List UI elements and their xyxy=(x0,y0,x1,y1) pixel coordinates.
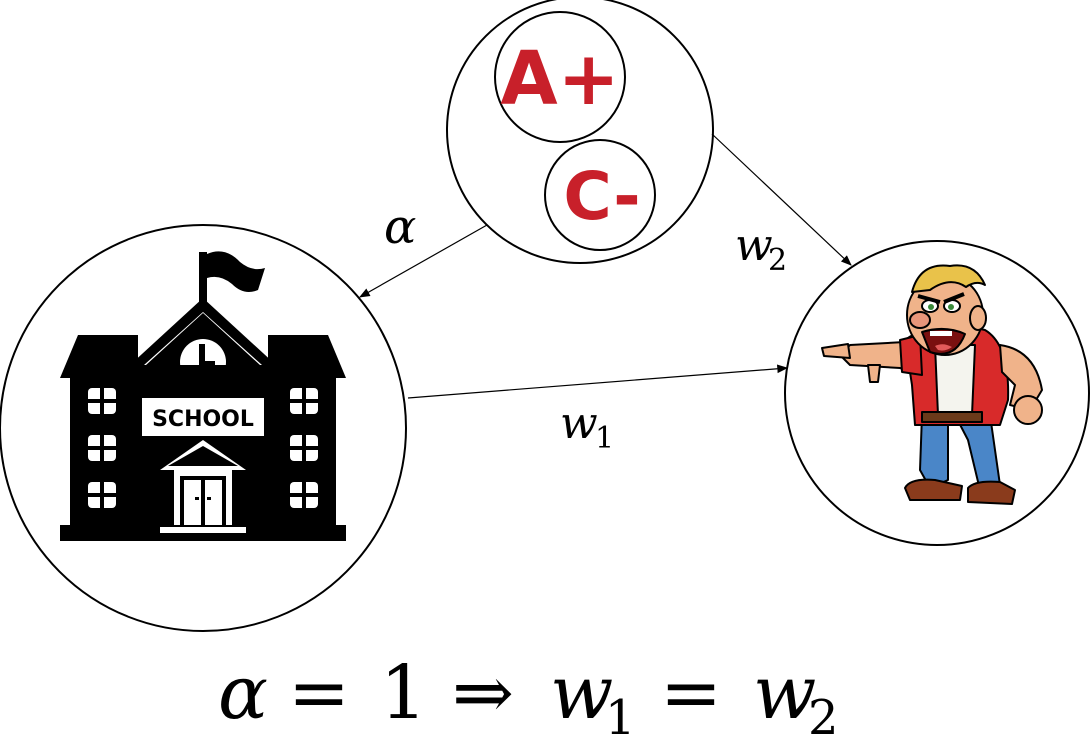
edge-label-w1-base: w xyxy=(560,398,598,449)
grade-a-plus-bubble: A+ xyxy=(494,11,626,143)
equation-alpha: α xyxy=(218,650,268,736)
grade-c-minus: C- xyxy=(563,158,640,235)
edge-label-w2-base: w xyxy=(735,220,773,271)
equation-w2-sub: 2 xyxy=(808,690,839,746)
edge-grades-to-school xyxy=(359,224,488,298)
edge-school-to-person xyxy=(407,364,789,399)
edge-label-w1-sub: 1 xyxy=(595,421,614,456)
grade-a-plus: A+ xyxy=(500,36,619,122)
edge-label-w1: w 1 xyxy=(560,398,614,456)
angry-pointing-man-icon xyxy=(821,264,1043,505)
equation-w2-base: w xyxy=(753,650,816,736)
grade-c-minus-bubble: C- xyxy=(544,139,656,251)
equation-equals-1: = xyxy=(288,650,350,736)
school-node: SCHOOL xyxy=(0,224,407,632)
school-windows-right xyxy=(290,388,318,508)
equation-equals-2: = xyxy=(660,650,722,736)
equation-w1-base: w xyxy=(550,650,613,736)
equation-one: 1 xyxy=(380,650,427,736)
edge-label-alpha: α xyxy=(384,199,416,255)
edge-grades-to-person xyxy=(711,133,852,266)
edge-label-w2: w 2 xyxy=(735,220,787,278)
equation: α = 1 ⇒ w 1 = w 2 xyxy=(218,650,839,746)
equation-implies: ⇒ xyxy=(452,650,514,736)
person-node xyxy=(784,240,1090,546)
school-sign-text: SCHOOL xyxy=(152,407,254,432)
equation-w1-sub: 1 xyxy=(605,690,636,746)
grades-node: A+ C- xyxy=(446,0,714,264)
edge-label-w2-sub: 2 xyxy=(768,243,787,278)
